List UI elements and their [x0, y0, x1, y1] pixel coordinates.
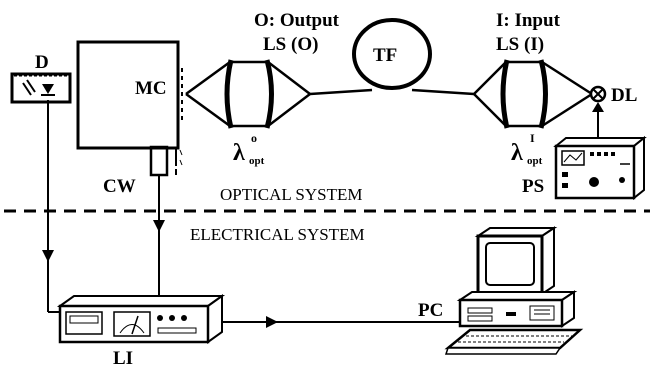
optical-system-label: OPTICAL SYSTEM [220, 185, 362, 204]
lambda-output-label: λ o opt [233, 131, 265, 167]
svg-text:λ: λ [511, 140, 523, 166]
photodiode-icon [22, 79, 55, 96]
diode-laser-label: DL [611, 85, 637, 106]
monitor-icon [474, 226, 558, 301]
fiber-label: TF [373, 45, 397, 66]
lockin-label: LI [113, 348, 133, 368]
electrical-system-label: ELECTRICAL SYSTEM [190, 225, 365, 244]
svg-text:λ: λ [233, 140, 245, 166]
signal-lines [42, 100, 460, 328]
lambda-input-label: λ I opt [511, 131, 543, 167]
svg-text:opt: opt [527, 155, 543, 167]
system-divider: OPTICAL SYSTEM ELECTRICAL SYSTEM [4, 185, 650, 244]
fiber-coil: TF [309, 18, 475, 96]
diode-laser: DL [589, 85, 637, 140]
computer-label: PC [418, 300, 443, 321]
input-header: I: Input [496, 10, 561, 31]
monochromator-label: MC [135, 78, 167, 99]
svg-text:opt: opt [249, 155, 265, 167]
keyboard-icon [444, 328, 584, 355]
power-supply-label: PS [522, 176, 544, 197]
cpu-unit-icon [456, 290, 578, 328]
lockin-amplifier: LI [56, 294, 226, 368]
detector-label: D [35, 52, 49, 73]
detector: D [10, 52, 72, 104]
svg-text:I: I [530, 131, 535, 145]
svg-text:o: o [251, 131, 257, 145]
input-lens-system: I: Input LS (I) λ I opt [473, 10, 593, 167]
power-supply: PS [522, 135, 647, 201]
computer: PC [418, 226, 584, 355]
output-lens-label: LS (O) [263, 34, 318, 55]
chopper-label: CW [103, 176, 136, 197]
input-lens-label: LS (I) [496, 34, 544, 55]
monochromator: MC [76, 40, 183, 150]
output-lens-system: O: Output LS (O) λ o opt [185, 10, 340, 167]
output-header: O: Output [254, 10, 340, 31]
chopper-wheel: CW [103, 145, 183, 197]
